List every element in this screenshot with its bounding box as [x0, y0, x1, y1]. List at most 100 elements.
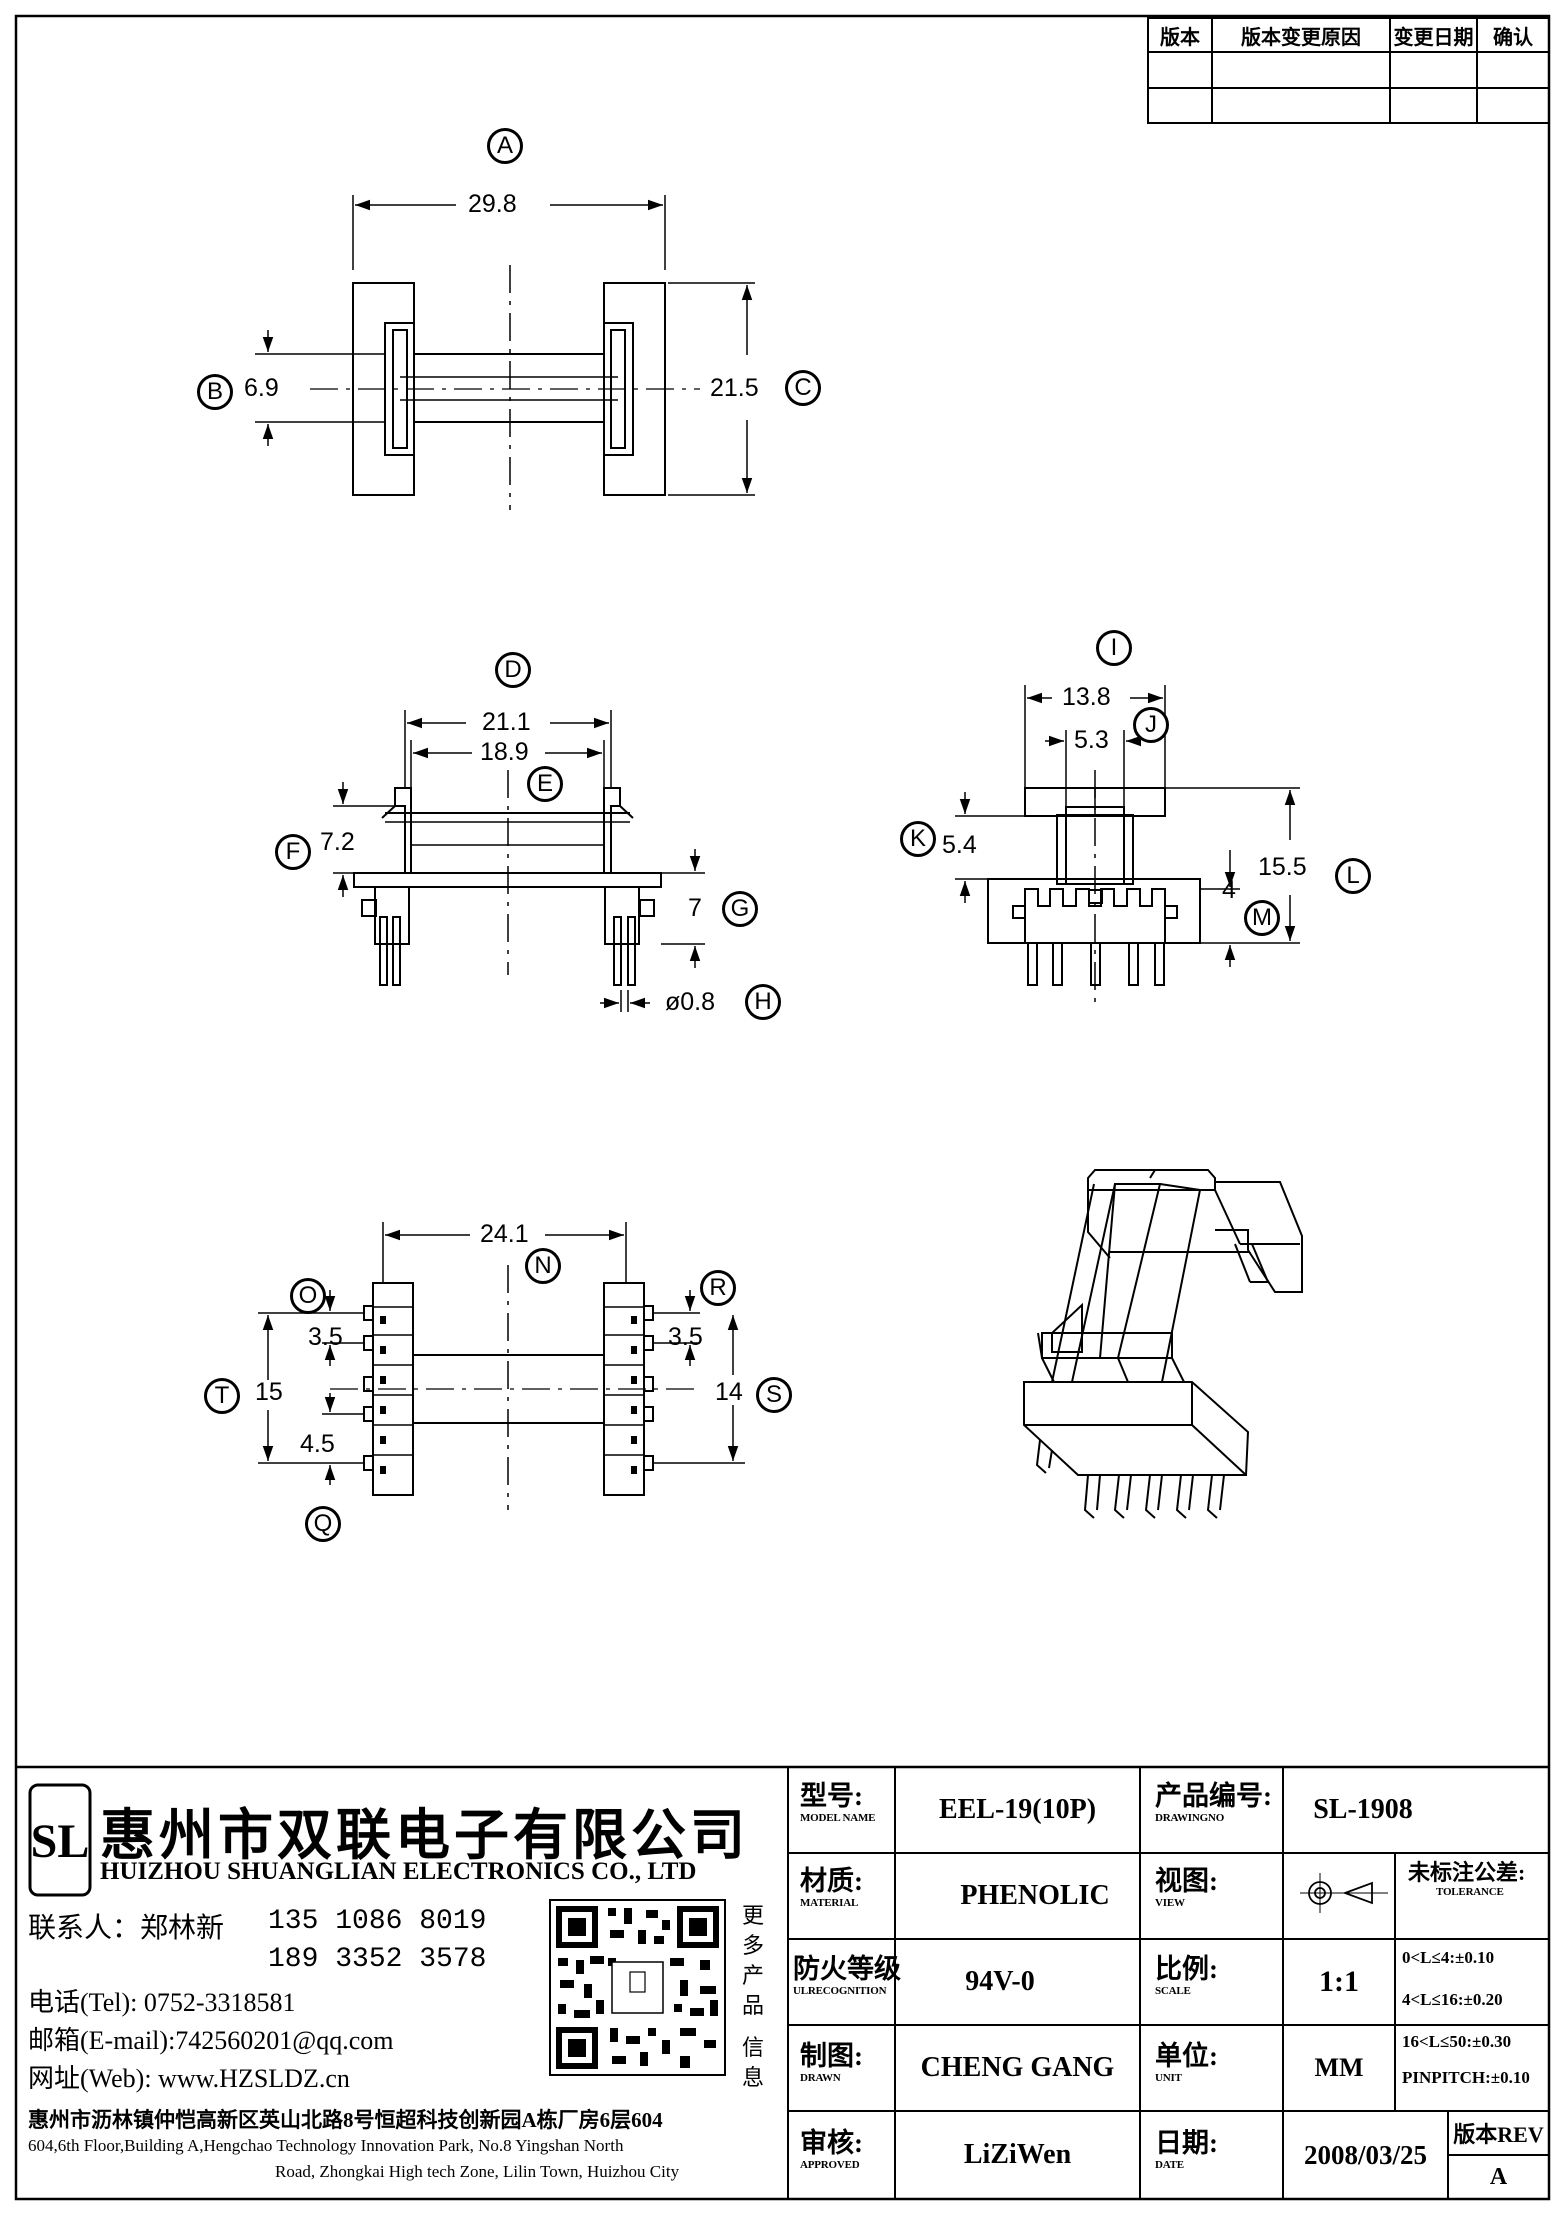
- approved-label-cn: 审核:: [800, 2128, 863, 2158]
- drawn-label-en: DRAWN: [800, 2072, 841, 2084]
- revision-col-date: 变更日期: [1393, 26, 1474, 49]
- date-value: 2008/03/25: [1303, 2139, 1427, 2170]
- qr-caption-char: 更: [742, 1903, 765, 1928]
- scale-label-cn: 比例:: [1155, 1954, 1218, 1984]
- dim-letter-j: J: [1133, 707, 1169, 743]
- scale-label-en: SCALE: [1155, 1985, 1191, 1997]
- company-address-en-2: Road, Zhongkai High tech Zone, Lilin Tow…: [275, 2162, 680, 2181]
- isometric-view: [1023, 1169, 1303, 1519]
- model-label-cn: 型号:: [800, 1781, 863, 1811]
- dim-letter-l: L: [1335, 858, 1371, 894]
- company-name-en: HUIZHOU SHUANGLIAN ELECTRONICS CO., LTD: [100, 1858, 697, 1885]
- drawn-label-cn: 制图:: [800, 2041, 863, 2071]
- dim-value-q: 4.5: [300, 1430, 335, 1458]
- view-label: 视图: VIEW: [1155, 1868, 1218, 1909]
- model-label: 型号: MODEL NAME: [800, 1781, 876, 1824]
- company-address-en-1: 604,6th Floor,Building A,Hengchao Techno…: [28, 2136, 624, 2155]
- dim-letter-i: I: [1096, 630, 1132, 666]
- projection-symbol: [1300, 1873, 1388, 1913]
- tolerance-line: 16<L≤50:±0.30: [1402, 2032, 1512, 2051]
- revision-label: 版本REV: [1453, 2122, 1544, 2147]
- fire-rating-label: 防火等级 ULRECOGNITION: [793, 1956, 901, 1997]
- dim-value-s: 14: [715, 1378, 743, 1406]
- dim-value-i: 13.8: [1062, 683, 1111, 711]
- dim-letter-f: F: [275, 834, 311, 870]
- dim-letter-a: A: [487, 128, 523, 164]
- title-block-grid: [787, 1767, 1549, 2199]
- approved-label-en: APPROVED: [800, 2159, 860, 2171]
- revision-value: A: [1489, 2163, 1508, 2190]
- fire-rating-label-cn: 防火等级: [793, 1954, 901, 1984]
- dim-value-f: 7.2: [320, 828, 355, 856]
- bottom-view: [258, 1222, 745, 1510]
- dim-value-j: 5.3: [1074, 726, 1109, 754]
- drawing-no-label: 产品编号: DRAWINGNO: [1155, 1783, 1272, 1824]
- dim-value-g: 7: [688, 894, 702, 922]
- contact-phone-1: 135 1086 8019: [268, 1906, 487, 1937]
- company-address-cn: 惠州市沥林镇仲恺高新区英山北路8号恒超科技创新园A栋厂房6层604: [28, 2108, 663, 2132]
- view-label-cn: 视图:: [1155, 1866, 1218, 1896]
- fire-rating-value: 94V-0: [965, 1966, 1035, 1997]
- model-label-en: MODEL NAME: [800, 1812, 876, 1824]
- top-view: [255, 195, 755, 510]
- contact-phone-2: 189 3352 3578: [268, 1944, 487, 1975]
- tolerance-label-en: TOLERANCE: [1436, 1886, 1504, 1898]
- material-label-cn: 材质:: [800, 1866, 863, 1896]
- drawn-label: 制图: DRAWN: [800, 2043, 863, 2084]
- drawing-no-value: SL-1908: [1313, 1794, 1413, 1825]
- date-label: 日期: DATE: [1155, 2130, 1218, 2171]
- drawing-no-label-cn: 产品编号:: [1155, 1781, 1272, 1811]
- approved-label: 审核: APPROVED: [800, 2130, 863, 2171]
- qr-caption-char: 信: [742, 2035, 765, 2060]
- scale-label: 比例: SCALE: [1155, 1956, 1218, 1997]
- material-label: 材质: MATERIAL: [800, 1868, 863, 1909]
- dim-value-k: 5.4: [942, 831, 977, 859]
- dim-value-a: 29.8: [468, 190, 517, 218]
- view-label-en: VIEW: [1155, 1897, 1185, 1909]
- dim-letter-h: H: [745, 984, 781, 1020]
- unit-label-en: UNIT: [1155, 2072, 1182, 2084]
- tolerance-line: PINPITCH:±0.10: [1402, 2068, 1530, 2087]
- revision-col-reason: 版本变更原因: [1241, 26, 1361, 49]
- revision-col-version: 版本: [1160, 26, 1200, 49]
- dim-value-c: 21.5: [710, 374, 759, 402]
- dim-letter-n: N: [525, 1248, 561, 1284]
- dim-value-m: 4: [1222, 876, 1236, 904]
- side-view: [955, 685, 1300, 1005]
- fire-rating-label-en: ULRECOGNITION: [793, 1985, 887, 1997]
- approved-value: LiZiWen: [963, 2139, 1072, 2170]
- tolerance-line: 4<L≤16:±0.20: [1402, 1990, 1503, 2009]
- qr-caption-char: 产: [742, 1963, 765, 1988]
- contact-person: 联系人：郑林新: [28, 1913, 225, 1944]
- dim-value-o: 3.5: [308, 1323, 343, 1351]
- dim-letter-g: G: [722, 891, 758, 927]
- dim-letter-b: B: [197, 374, 233, 410]
- dim-letter-o: O: [290, 1278, 326, 1314]
- dim-value-r: 3.5: [668, 1323, 703, 1351]
- unit-value: MM: [1314, 2053, 1364, 2082]
- unit-label: 单位: UNIT: [1155, 2043, 1218, 2084]
- drawn-value: CHENG GANG: [920, 2052, 1115, 2083]
- material-value: PHENOLIC: [960, 1880, 1110, 1911]
- svg-text:SL: SL: [31, 1815, 90, 1868]
- dim-value-n: 24.1: [480, 1220, 529, 1248]
- dim-letter-q: Q: [305, 1506, 341, 1542]
- dim-letter-e: E: [527, 766, 563, 802]
- scale-value: 1:1: [1319, 1965, 1359, 1998]
- contact-email: 邮箱(E-mail):742560201@qq.com: [28, 2026, 394, 2055]
- qr-caption-char: 多: [742, 1933, 765, 1958]
- tolerance-label: 未标注公差: TOLERANCE: [1408, 1862, 1525, 1898]
- qr-caption-char: 息: [742, 2065, 765, 2090]
- qr-caption-char: 品: [742, 1993, 765, 2018]
- contact-website: 网址(Web): www.HZSLDZ.cn: [28, 2064, 350, 2093]
- front-view: [333, 710, 705, 1012]
- date-label-cn: 日期:: [1155, 2128, 1218, 2158]
- company-name-cn: 惠州市双联电子有限公司: [100, 1805, 750, 1866]
- material-label-en: MATERIAL: [800, 1897, 859, 1909]
- dim-value-t: 15: [255, 1378, 283, 1406]
- qr-code: [549, 1899, 726, 2076]
- revision-col-confirm: 确认: [1493, 26, 1533, 49]
- dim-letter-c: C: [785, 370, 821, 406]
- dim-letter-s: S: [756, 1377, 792, 1413]
